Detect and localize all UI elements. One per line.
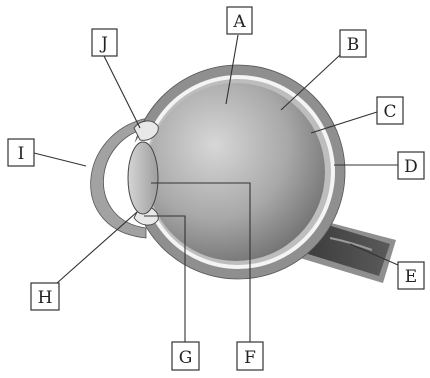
- label-a: A: [227, 7, 252, 34]
- svg-text:H: H: [38, 288, 53, 308]
- label-c: C: [377, 97, 403, 124]
- vitreous-body: [147, 83, 325, 261]
- svg-text:D: D: [404, 157, 418, 177]
- svg-text:G: G: [179, 348, 193, 368]
- label-j: J: [92, 29, 117, 56]
- label-f: F: [237, 342, 263, 370]
- label-b: B: [340, 30, 366, 57]
- svg-text:C: C: [383, 102, 396, 122]
- label-e: E: [398, 262, 424, 289]
- svg-text:I: I: [18, 144, 25, 164]
- lens: [128, 142, 158, 214]
- svg-text:J: J: [99, 34, 108, 54]
- svg-text:E: E: [405, 267, 417, 287]
- label-d: D: [398, 152, 424, 179]
- leader-i: [34, 153, 86, 166]
- label-g: G: [172, 342, 199, 370]
- leader-j: [104, 56, 140, 128]
- label-i: I: [8, 139, 34, 166]
- leader-h: [57, 212, 137, 283]
- svg-text:F: F: [244, 348, 256, 368]
- label-h: H: [31, 283, 59, 310]
- svg-text:A: A: [232, 12, 246, 32]
- svg-text:B: B: [347, 35, 360, 55]
